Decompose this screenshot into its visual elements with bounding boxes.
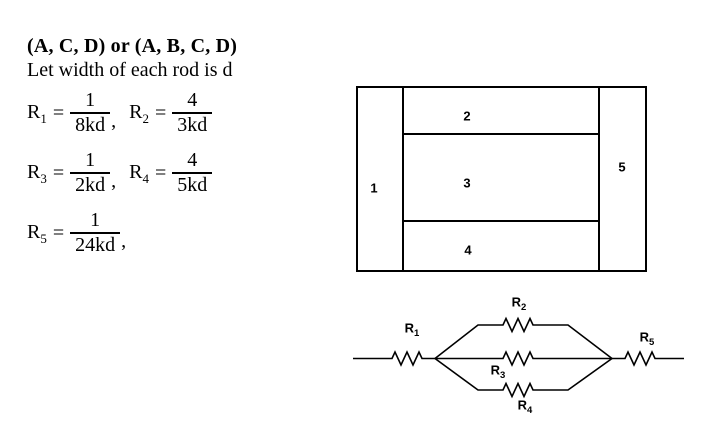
separator-comma: , bbox=[111, 170, 117, 192]
assumption-line: Let width of each rod is d bbox=[27, 59, 233, 81]
rod-network-diagram: 1 2 3 4 5 bbox=[356, 86, 647, 272]
symbol-r3: R3 bbox=[27, 161, 47, 186]
formula-row-3: R5 = 1 24kd , bbox=[27, 207, 126, 259]
fraction-r4: 4 5kd bbox=[172, 149, 213, 197]
equation-r2: R2 = 4 3kd bbox=[129, 89, 213, 137]
rod-1-label: 1 bbox=[370, 180, 378, 196]
equation-r3: R3 = 1 2kd , bbox=[27, 149, 116, 197]
resistor-r5-label: R5 bbox=[639, 329, 655, 349]
branch-middle-with-resistor-r3 bbox=[435, 350, 612, 367]
wire-right-with-resistor-r5 bbox=[612, 350, 684, 367]
equation-r1: R1 = 1 8kd , bbox=[27, 89, 116, 137]
separator-comma: , bbox=[111, 110, 117, 132]
fraction-r3: 1 2kd bbox=[70, 149, 111, 197]
wire-left-with-resistor-r1 bbox=[353, 350, 435, 367]
equals-sign: = bbox=[154, 161, 167, 184]
rod-4-label: 4 bbox=[464, 242, 472, 258]
fraction-r2: 4 3kd bbox=[172, 89, 213, 137]
rod-divider-left-vertical bbox=[402, 88, 404, 270]
separator-comma: , bbox=[121, 230, 127, 252]
rod-5-label: 5 bbox=[618, 159, 626, 175]
branch-top-with-resistor-r2 bbox=[434, 316, 613, 360]
rod-divider-right-vertical bbox=[598, 88, 600, 270]
equation-r5: R5 = 1 24kd , bbox=[27, 209, 126, 257]
answer-options-line: (A, C, D) or (A, B, C, D) bbox=[27, 35, 238, 57]
formula-row-1: R1 = 1 8kd , R2 = 4 3kd bbox=[27, 87, 213, 139]
fraction-r5: 1 24kd bbox=[70, 209, 121, 257]
symbol-r1: R1 bbox=[27, 101, 47, 126]
symbol-r4: R4 bbox=[129, 161, 149, 186]
equation-r4: R4 = 4 5kd bbox=[129, 149, 213, 197]
resistor-r4-label: R4 bbox=[517, 397, 533, 417]
rod-divider-bottom-horizontal bbox=[402, 220, 600, 222]
equals-sign: = bbox=[52, 221, 65, 244]
rod-3-label: 3 bbox=[463, 175, 471, 191]
equals-sign: = bbox=[154, 101, 167, 124]
equals-sign: = bbox=[52, 161, 65, 184]
resistor-r3-label: R3 bbox=[490, 362, 506, 382]
formula-row-2: R3 = 1 2kd , R4 = 4 5kd bbox=[27, 147, 213, 199]
equals-sign: = bbox=[52, 101, 65, 124]
rod-2-label: 2 bbox=[463, 108, 471, 124]
resistor-r1-label: R1 bbox=[404, 320, 420, 340]
rod-divider-top-horizontal bbox=[402, 133, 600, 135]
branch-bottom-with-resistor-r4 bbox=[434, 357, 613, 399]
symbol-r5: R5 bbox=[27, 221, 47, 246]
equivalent-circuit-diagram bbox=[353, 316, 684, 399]
symbol-r2: R2 bbox=[129, 101, 149, 126]
resistor-r2-label: R2 bbox=[511, 294, 527, 314]
fraction-r1: 1 8kd bbox=[70, 89, 111, 137]
